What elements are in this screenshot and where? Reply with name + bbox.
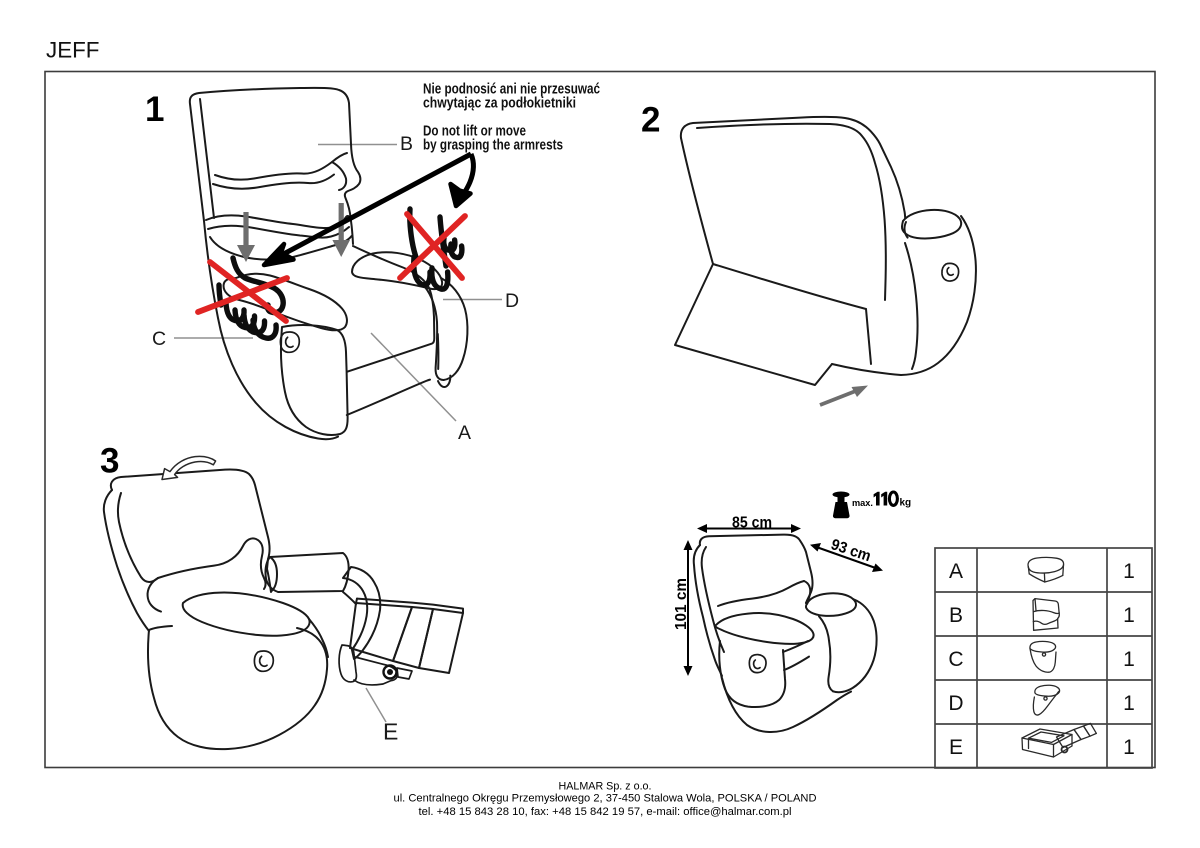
svg-text:B: B (949, 604, 963, 627)
svg-text:C: C (152, 328, 166, 350)
svg-text:1: 1 (1123, 560, 1135, 583)
svg-text:HALMAR Sp. z o.o.: HALMAR Sp. z o.o. (559, 781, 652, 793)
svg-text:JEFF: JEFF (46, 38, 100, 63)
svg-text:E: E (949, 736, 963, 759)
svg-text:D: D (505, 290, 519, 312)
svg-text:Nie podnosić ani nie przesuwać: Nie podnosić ani nie przesuwać (423, 82, 600, 98)
svg-text:tel. +48 15 843 28 10, fax: +4: tel. +48 15 843 28 10, fax: +48 15 842 1… (419, 806, 792, 818)
svg-text:chwytając za podłokietniki: chwytając za podłokietniki (423, 96, 576, 112)
svg-text:1: 1 (1123, 692, 1135, 715)
svg-text:max.: max. (852, 498, 873, 508)
svg-text:B: B (400, 133, 413, 155)
svg-text:1: 1 (1123, 736, 1135, 759)
svg-text:A: A (949, 560, 963, 583)
svg-text:A: A (458, 422, 471, 444)
svg-text:85 cm: 85 cm (732, 515, 772, 532)
svg-text:ul. Centralnego Okręgu Przemys: ul. Centralnego Okręgu Przemysłowego 2, … (394, 793, 817, 805)
svg-text:1: 1 (1123, 648, 1135, 671)
svg-text:kg: kg (900, 498, 912, 509)
svg-text:C: C (948, 648, 963, 671)
svg-text:D: D (948, 692, 963, 715)
svg-text:101 cm: 101 cm (673, 578, 690, 630)
svg-text:E: E (383, 719, 398, 745)
svg-text:by grasping the armrests: by grasping the armrests (423, 138, 563, 154)
svg-text:Do not lift or move: Do not lift or move (423, 124, 526, 140)
svg-text:1: 1 (1123, 604, 1135, 627)
svg-text:3: 3 (100, 442, 119, 481)
svg-text:1: 1 (145, 90, 164, 129)
svg-text:2: 2 (641, 101, 660, 140)
svg-text:93 cm: 93 cm (829, 536, 873, 565)
